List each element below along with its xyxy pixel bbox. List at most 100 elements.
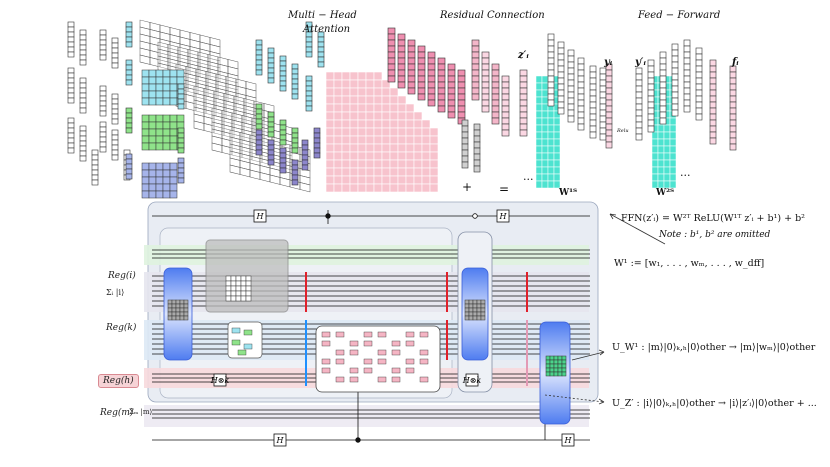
grid-cell — [541, 96, 549, 105]
vector-cell — [111, 47, 119, 54]
cyan-stack-column — [317, 31, 325, 68]
vector-cell — [387, 51, 396, 59]
vector-cell — [577, 75, 585, 83]
vector-cell — [605, 141, 613, 149]
vector-cell — [267, 144, 275, 151]
vector-cell — [599, 91, 607, 99]
adder-gate — [321, 358, 331, 365]
grid-cell — [169, 69, 178, 78]
attention-cell — [325, 151, 335, 161]
gate-label: H — [256, 212, 265, 221]
vector-cell — [91, 179, 99, 186]
vector-cell — [709, 113, 717, 121]
vector-cell — [417, 87, 426, 95]
vector-cell — [589, 71, 597, 79]
h-gate: H — [273, 433, 287, 447]
vector-cell — [79, 135, 87, 142]
vector-cell — [447, 93, 456, 101]
vector-cell — [437, 63, 446, 71]
vector-cell — [91, 169, 99, 176]
vector-cell — [125, 64, 133, 71]
attention-cell — [381, 87, 391, 97]
vector-cell — [125, 173, 133, 180]
vector-cell — [255, 144, 263, 151]
grid-cell — [663, 138, 671, 147]
vector-cell — [659, 75, 667, 83]
vector-cell — [547, 33, 555, 41]
gate-label: H⊗k — [462, 376, 482, 385]
vector-cell — [125, 21, 133, 28]
attention-cell — [373, 71, 383, 81]
vector-cell — [447, 69, 456, 77]
grid-cell — [549, 355, 555, 361]
grid-cell — [245, 290, 252, 297]
grid-cell — [245, 285, 252, 292]
vector-cell — [267, 67, 275, 74]
vector-cell — [397, 63, 406, 71]
reg-h-label: Reg(h) — [98, 374, 139, 388]
mha-title-line2: Attention — [303, 24, 351, 35]
attention-matrix-grid — [325, 71, 439, 193]
vector-cell — [267, 57, 275, 64]
grid-cell — [240, 280, 247, 287]
vector-cell — [417, 51, 426, 59]
attention-cell — [333, 111, 343, 121]
attention-cell — [365, 71, 375, 81]
grid-cell — [651, 145, 659, 154]
grid-cell — [155, 142, 164, 151]
attention-cell — [413, 175, 423, 185]
grid-cell — [148, 169, 157, 178]
vector-cell — [729, 89, 737, 97]
vector-cell — [683, 39, 691, 47]
grid-cell — [169, 162, 178, 171]
attention-cell — [349, 135, 359, 145]
attention-cell — [349, 167, 359, 177]
grid-cell — [651, 180, 659, 189]
vector-cell — [599, 109, 607, 117]
vector-cell — [473, 141, 481, 149]
adder-gate — [363, 340, 373, 347]
vector-cell — [125, 163, 133, 170]
attention-cell — [341, 87, 351, 97]
gate-box — [213, 373, 227, 387]
vector-cell — [709, 71, 717, 79]
grid-cell — [155, 162, 164, 171]
projection-grid — [175, 63, 257, 127]
grid-cell — [230, 285, 237, 292]
vector-cell — [255, 149, 263, 156]
vector-cell — [457, 75, 466, 83]
vector-cell — [427, 93, 436, 101]
vector-cell — [557, 59, 565, 67]
vector-cell — [589, 107, 597, 115]
grid-cell — [541, 117, 549, 126]
attention-cell — [341, 119, 351, 129]
vector-cell — [557, 65, 565, 73]
residual-column — [471, 39, 480, 101]
grid-cell — [480, 299, 486, 305]
vector-cell — [267, 77, 275, 84]
vector-cell — [279, 134, 287, 141]
vector-cell — [635, 121, 643, 129]
vector-cell — [79, 29, 87, 36]
vector-cell — [635, 133, 643, 141]
purple-out-column — [279, 147, 287, 174]
grid-cell — [155, 176, 164, 185]
vector-cell — [729, 143, 737, 151]
grid-cell — [240, 285, 247, 292]
attention-cell — [333, 143, 343, 153]
cyan-out-column — [255, 39, 263, 76]
vector-cell — [427, 99, 436, 107]
vector-cell — [279, 139, 287, 146]
grid-cell — [162, 128, 171, 137]
attention-cell — [357, 87, 367, 97]
vector-cell — [461, 125, 469, 133]
input-column — [111, 37, 119, 69]
vector-cell — [313, 132, 321, 139]
vector-cell — [501, 75, 510, 83]
attention-cell — [373, 175, 383, 185]
vector-cell — [99, 146, 107, 153]
grid-cell — [148, 121, 157, 130]
attention-cell — [349, 143, 359, 153]
vector-cell — [111, 103, 119, 110]
vector-cell — [255, 69, 263, 76]
